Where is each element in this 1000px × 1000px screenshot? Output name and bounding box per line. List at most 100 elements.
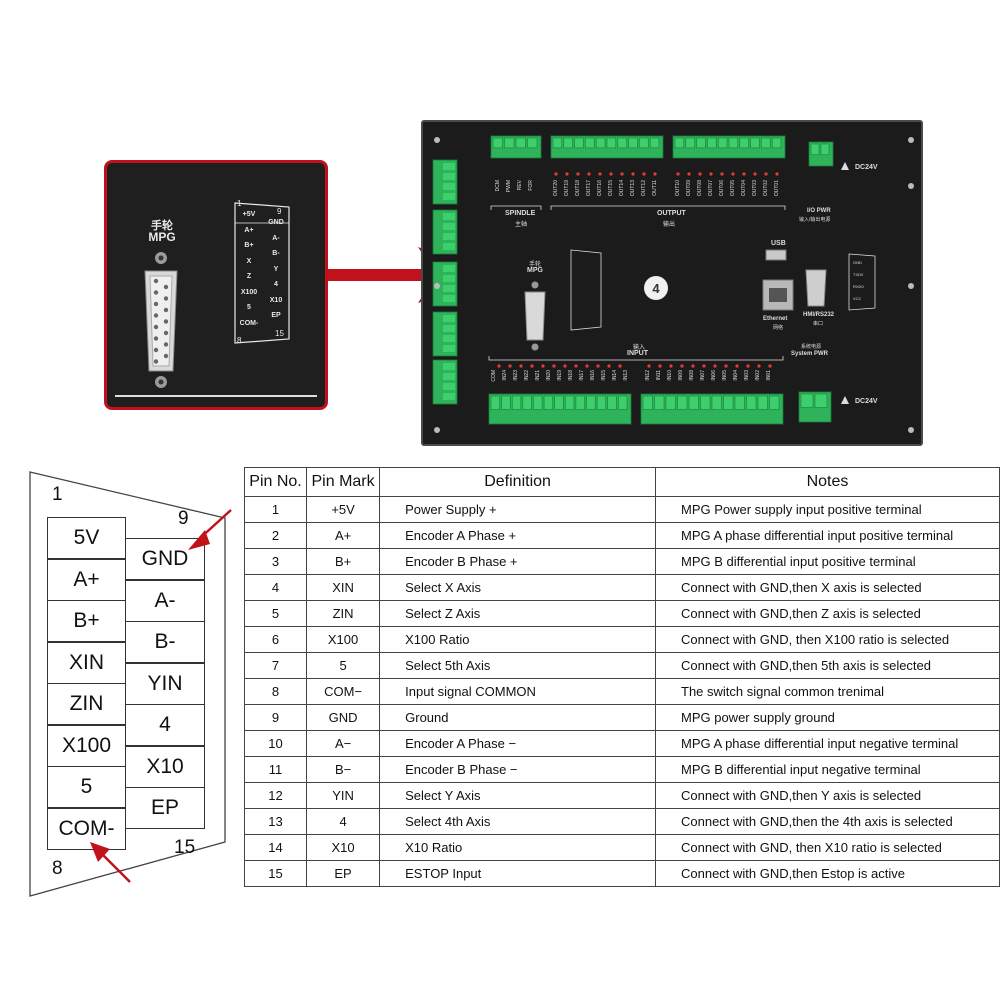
output-led xyxy=(631,172,635,176)
input-terminal-b-pin xyxy=(654,395,665,410)
cell-definition: Select 4th Axis xyxy=(379,808,656,835)
cell-notes: Connect with GND,then 5th axis is select… xyxy=(655,652,1000,679)
input-pin-label: IN22 xyxy=(524,370,530,381)
cell-pin-no: 7 xyxy=(244,652,307,679)
output-pin-label: OUT06 xyxy=(719,180,725,197)
hmi-label: HMI/RS232 xyxy=(803,312,835,318)
output-bracket xyxy=(550,205,786,210)
zoom-db15-pin xyxy=(163,319,169,324)
input-pin-label: IN01 xyxy=(766,370,772,381)
output-led xyxy=(609,172,613,176)
input-led xyxy=(618,364,622,368)
pinout-cell-right: X10 xyxy=(125,745,205,788)
output-pin-label: OUT10 xyxy=(675,180,681,197)
input-terminal-a-pin xyxy=(618,395,628,410)
cell-definition: Encoder B Phase + xyxy=(379,548,656,575)
input-pin-label: IN11 xyxy=(656,370,662,381)
output-pin-label: OUT14 xyxy=(619,180,625,197)
zoom-pin-label-right: Y xyxy=(273,265,279,273)
input-pin-label: IN04 xyxy=(733,370,739,381)
hmi-pin-label: GND xyxy=(853,260,862,265)
spindle-cn-label: 主轴 xyxy=(515,222,528,228)
input-terminal-b-pin xyxy=(757,395,768,410)
zoom-db15-pin xyxy=(163,296,169,301)
cell-pin-no: 1 xyxy=(244,496,307,523)
spindle-pin-label: DCM xyxy=(495,180,501,192)
cell-pin-mark: 5 xyxy=(305,652,381,679)
input-terminal-b-pin xyxy=(769,395,780,410)
dc24v-bottom-label: DC24V xyxy=(855,398,878,405)
cell-notes: Connect with GND, then X10 ratio is sele… xyxy=(655,834,1000,861)
input-terminal-a-pin xyxy=(511,395,522,410)
db15-outline xyxy=(29,471,226,897)
hmi-cn-label: 串口 xyxy=(813,321,824,327)
input-pin-label: IN18 xyxy=(568,370,574,381)
pinout-cell-left: A+ xyxy=(47,558,126,601)
header-notes: Notes xyxy=(655,467,1000,497)
input-led xyxy=(669,364,673,368)
board-db15-screw xyxy=(531,281,539,289)
zoom-pin-label-left: 5 xyxy=(247,304,251,311)
header-pin-no: Pin No. xyxy=(244,467,307,497)
cell-notes: Connect with GND,then X axis is selected xyxy=(655,574,1000,601)
input-pin-label: IN03 xyxy=(744,370,750,381)
input-terminal-a-pin xyxy=(490,395,500,410)
cell-pin-no: 8 xyxy=(244,678,307,705)
cell-pin-mark: XIN xyxy=(305,574,381,601)
output-pin-label: OUT01 xyxy=(774,180,780,197)
cell-definition: Ground xyxy=(379,704,656,731)
cell-definition: X10 Ratio xyxy=(379,834,656,861)
header-pin-mark: Pin Mark xyxy=(305,467,381,497)
cell-pin-mark: ZIN xyxy=(305,600,381,627)
pinout-pin-1: 1 xyxy=(52,484,63,505)
usb-port xyxy=(765,249,787,261)
side-terminal-pin xyxy=(443,363,455,370)
warning-bottom-icon xyxy=(841,396,849,404)
spindle-bracket xyxy=(490,205,542,210)
input-pin-label: IN16 xyxy=(590,370,596,381)
input-pin-label: IN05 xyxy=(722,370,728,381)
input-led xyxy=(702,364,706,368)
zoom-pin-label-right: B- xyxy=(272,250,280,257)
cell-notes: Connect with GND,then Z axis is selected xyxy=(655,600,1000,627)
zoom-db15-pin xyxy=(163,284,169,290)
output-pin-label: OUT07 xyxy=(708,180,714,197)
output-pin-label: OUT05 xyxy=(730,180,736,197)
warning-top-icon xyxy=(841,162,849,170)
side-terminal-pin xyxy=(443,295,455,302)
cell-pin-no: 5 xyxy=(244,600,307,627)
zoom-db15-pin xyxy=(153,290,159,295)
side-terminal-pin xyxy=(443,183,455,190)
input-terminal-b-pin xyxy=(642,395,653,410)
board-db15-screw xyxy=(531,343,539,351)
cell-pin-no: 9 xyxy=(244,704,307,731)
output-terminal-b-pin xyxy=(707,137,717,149)
input-pin-label: IN23 xyxy=(513,370,519,381)
zoom-db15-pin xyxy=(153,324,159,330)
output-pin-label: OUT16 xyxy=(597,180,603,197)
pinout-cell-left: COM- xyxy=(47,807,126,850)
side-terminal-pin xyxy=(443,223,455,230)
spindle-terminal-pin xyxy=(527,137,538,149)
side-terminal-pin xyxy=(443,325,455,332)
mounting-hole xyxy=(434,283,440,289)
output-terminal-b-pin xyxy=(728,137,739,149)
input-pin-label: IN08 xyxy=(689,370,695,381)
input-pin-label: IN12 xyxy=(645,370,651,381)
output-pin-label: OUT02 xyxy=(763,180,769,197)
cell-pin-no: 2 xyxy=(244,522,307,549)
input-pin-label: IN09 xyxy=(678,370,684,381)
cell-pin-no: 14 xyxy=(244,834,307,861)
zoom-pin-label-right: 4 xyxy=(274,281,278,288)
cell-pin-no: 4 xyxy=(244,574,307,601)
input-terminal-b-pin xyxy=(665,395,676,410)
input-terminal-a-pin xyxy=(565,395,575,410)
zoom-db15-pin xyxy=(163,342,169,347)
input-terminal-b-pin xyxy=(746,395,757,410)
input-led xyxy=(713,364,717,368)
